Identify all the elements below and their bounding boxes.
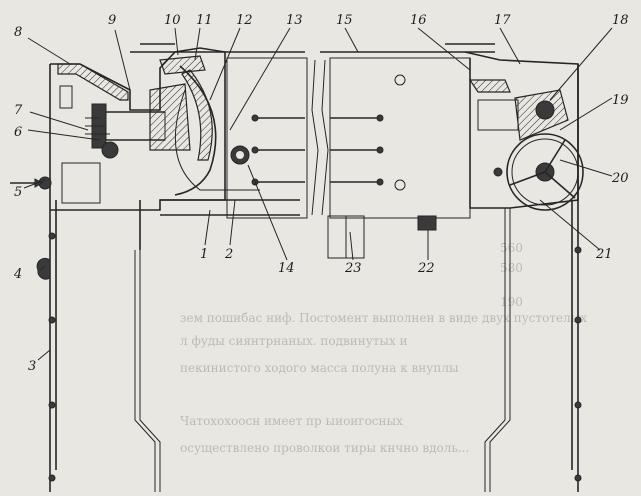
callout-label-21: 21: [595, 247, 613, 262]
callout-label-11: 11: [196, 13, 213, 28]
callout-label-16: 16: [410, 13, 427, 28]
right-housing: [464, 51, 584, 211]
bleed-line: зем пошибас ниф. Постомент выполнен в ви…: [180, 311, 587, 325]
callout-label-22: 22: [417, 261, 435, 276]
callout-label-7: 7: [14, 103, 23, 118]
callout-label-20: 20: [611, 171, 629, 186]
callout-label-8: 8: [14, 25, 22, 40]
bleed-through-text: зем пошибас ниф. Постомент выполнен в ви…: [180, 241, 587, 455]
callout-label-19: 19: [612, 93, 629, 108]
leader-lines: [23, 27, 613, 361]
margin-number: 580: [500, 261, 523, 275]
callout-label-2: 2: [224, 247, 233, 262]
callout-label-3: 3: [28, 359, 36, 374]
callout-label-18: 18: [612, 13, 629, 28]
bleed-line: л фуды сиянтрнаных. подвинутых и: [180, 334, 408, 348]
callout-label-4: 4: [13, 267, 22, 282]
bleed-line: пекинистого ходого масса полуна к внуплы: [180, 361, 459, 375]
margin-number: 190: [500, 295, 523, 309]
margin-number: 560: [500, 241, 523, 255]
callout-label-12: 12: [236, 13, 253, 28]
callout-label-23: 23: [344, 261, 362, 276]
bleed-line: осуществлено проволкои тиры кнчно вдоль.…: [180, 441, 469, 455]
callout-label-5: 5: [14, 185, 22, 200]
callout-labels: 1 2 3 4 5 6 7 8 9 10 11 12 13 14 15 16 1…: [13, 13, 629, 374]
callout-label-10: 10: [164, 13, 181, 28]
left-pedestal: [36, 64, 161, 492]
callout-label-15: 15: [336, 13, 353, 28]
right-pedestal: [484, 64, 582, 492]
callout-label-13: 13: [286, 13, 303, 28]
left-housing: [10, 47, 226, 211]
callout-label-14: 14: [278, 261, 295, 276]
callout-label-6: 6: [14, 125, 22, 140]
callout-label-17: 17: [494, 13, 511, 28]
bleed-line: Чатохохоосн имеет пр ыиоигосных: [180, 414, 403, 428]
callout-label-9: 9: [108, 13, 116, 28]
callout-label-1: 1: [200, 247, 208, 262]
